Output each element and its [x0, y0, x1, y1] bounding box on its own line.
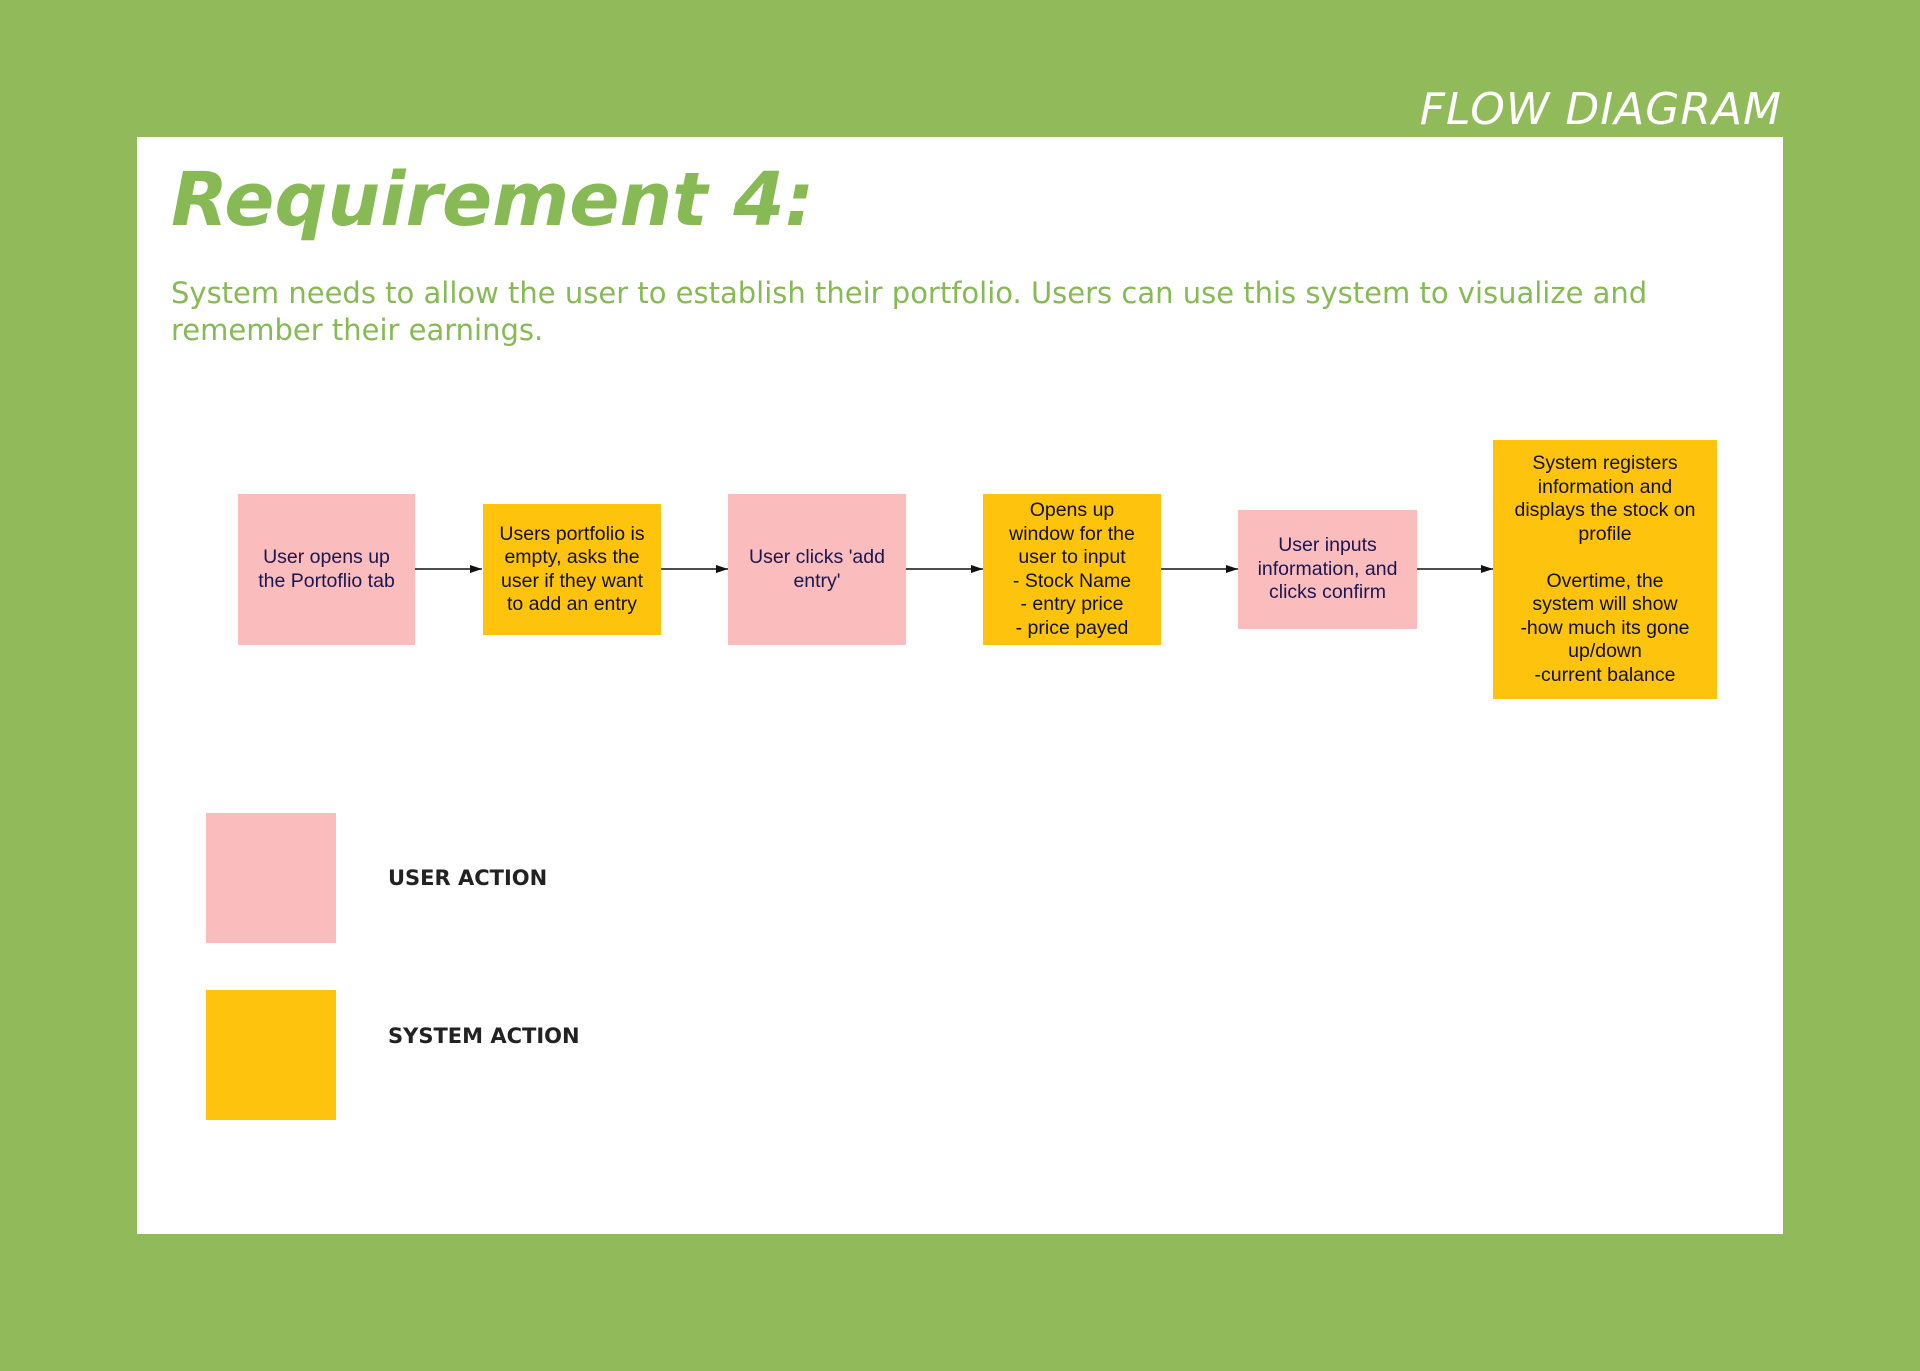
- legend-swatch-user-action: [206, 813, 336, 943]
- legend-label-system-action: SYSTEM ACTION: [388, 1024, 580, 1048]
- requirement-description: System needs to allow the user to establ…: [171, 276, 1648, 347]
- requirement-title: Requirement 4:: [171, 157, 815, 243]
- flow-node-2: Users portfolio is empty, asks the user …: [483, 504, 661, 635]
- flow-node-4: Opens up window for the user to input - …: [983, 494, 1161, 645]
- flow-node-1: User opens up the Portoflio tab: [238, 494, 415, 645]
- legend-label-user-action: USER ACTION: [388, 866, 548, 890]
- flow-diagram: User opens up the Portoflio tab Users po…: [137, 137, 1783, 1234]
- flow-arrows: [414, 565, 1493, 573]
- section-header-label: FLOW DIAGRAM: [1419, 84, 1782, 135]
- flow-node-6: System registers information and display…: [1493, 440, 1717, 699]
- flow-node-5: User inputs information, and clicks conf…: [1238, 510, 1417, 629]
- slide-card: Requirement 4: System needs to allow the…: [137, 137, 1783, 1234]
- flow-node-3: User clicks 'add entry': [728, 494, 906, 645]
- legend-swatch-system-action: [206, 990, 336, 1120]
